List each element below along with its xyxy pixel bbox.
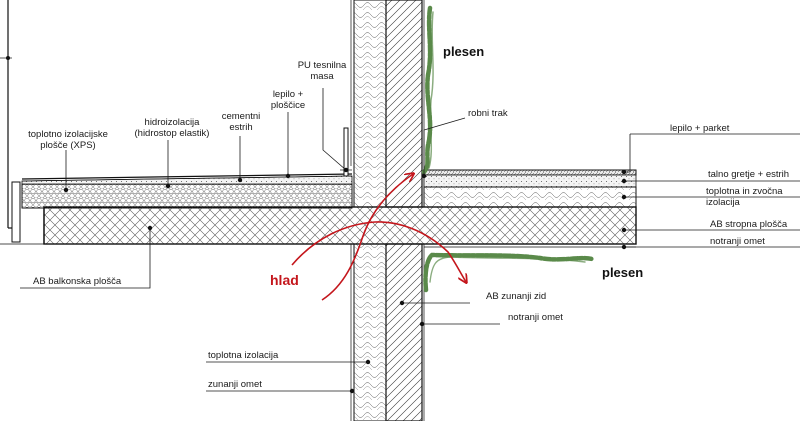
label-thermal-ins: toplotna izolacija xyxy=(208,350,279,361)
label-hydro: hidroizolacija(hidrostop elastik) xyxy=(135,117,210,139)
leader-lines xyxy=(20,88,800,394)
annotation-mold-top: plesen xyxy=(443,44,484,59)
label-ext-wall: AB zunanji zid xyxy=(486,291,546,302)
label-inner-plaster-wall: notranji omet xyxy=(508,312,563,323)
ab-slab xyxy=(43,206,637,245)
label-edge-strip: robni trak xyxy=(468,108,508,119)
mold-traces xyxy=(421,5,595,293)
label-floor-heating: talno gretje + estrih xyxy=(708,169,789,180)
label-glue-parquet: lepilo + parket xyxy=(670,123,730,134)
label-ab-ceiling: AB stropna plošča xyxy=(710,219,788,230)
annotation-mold-bottom: plesen xyxy=(602,265,643,280)
ab-wall-upper xyxy=(385,0,423,208)
label-balcony: AB balkonska plošča xyxy=(33,276,122,287)
label-ext-plaster: zunanji omet xyxy=(208,379,262,390)
wall-insulation-lower xyxy=(353,243,387,421)
balcony-railing xyxy=(0,0,21,243)
ab-wall-lower xyxy=(385,243,423,421)
label-inner-plaster-right: notranji omet xyxy=(710,236,765,247)
label-tiles: lepilo +ploščice xyxy=(271,89,305,111)
annotation-cold: hlad xyxy=(270,272,299,288)
floor-buildup xyxy=(423,169,637,208)
cold-flow-arrows xyxy=(291,174,466,301)
wall-insulation-upper xyxy=(353,0,387,208)
